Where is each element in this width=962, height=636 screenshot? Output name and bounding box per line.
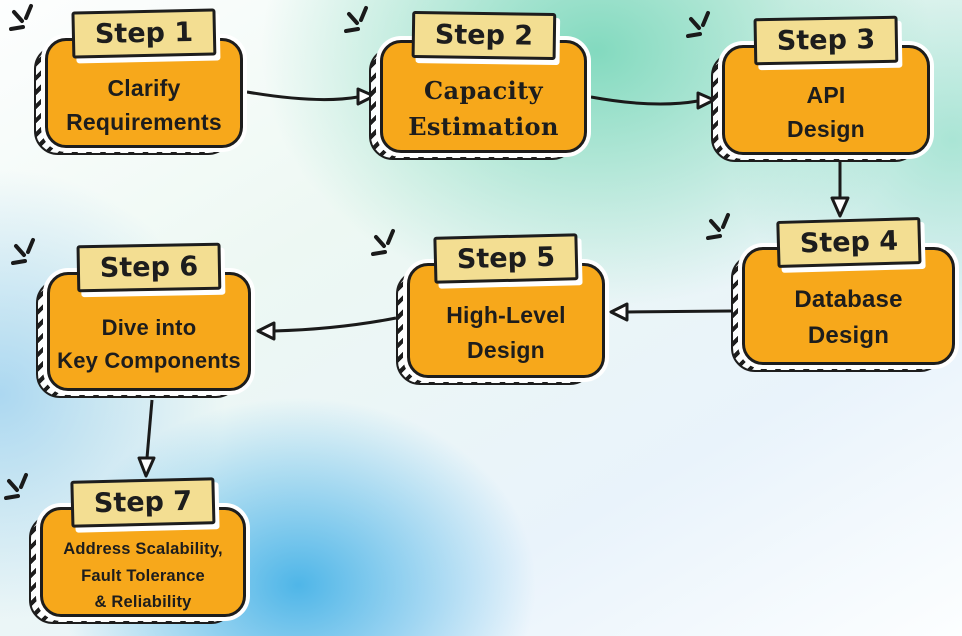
sparkle-icon [686,11,710,38]
step-text-line: Clarify [107,74,181,101]
step-text-line: Key Components [57,347,241,373]
step-text-line: Address Scalability, [63,540,223,559]
step-label: Step 7 [70,477,216,528]
step-text-line: Database [794,286,903,313]
step-text-line: High-Level [446,302,566,328]
arrow-step3-step4 [830,160,850,218]
step-card-body: Address Scalability, Fault Tolerance & R… [40,507,246,617]
step-card-body: Clarify Requirements [45,38,243,148]
step-card-7: Address Scalability, Fault Tolerance & R… [4,473,246,624]
arrow-step1-step2 [246,87,376,106]
step-text-line: Dive into [101,314,197,340]
step-label: Step 3 [753,15,899,66]
sparkle-icon [9,4,33,31]
step-text-line: Estimation [408,111,559,141]
step-label: Step 2 [411,10,556,61]
sparkle-icon [11,238,35,265]
step-card-4: Database Design Step 4 [706,213,955,372]
arrow-step2-step3 [590,91,716,110]
step-text-line: Requirements [66,109,222,135]
step-card-5: High-Level Design Step 5 [371,229,605,385]
sparkle-icon [371,229,395,256]
arrow-step6-step7 [137,399,156,478]
step-text-line: Design [807,322,890,349]
step-label: Step 5 [433,233,579,284]
step-text-line: Design [787,116,865,142]
step-text-line: Capacity [424,75,543,105]
sparkle-icon [706,213,730,240]
step-label: Step 1 [71,8,217,59]
step-card-6: Dive into Key Components Step 6 [11,238,251,398]
arrow-step4-step5 [609,302,732,322]
sparkle-icon [344,6,368,33]
step-card-1: Clarify Requirements Step 1 [9,4,243,155]
step-label: Step 6 [76,242,222,293]
step-text-line: & Reliability [94,593,192,612]
step-card-2: Capacity Estimation Step 2 [344,6,587,160]
arrow-step5-step6 [256,316,397,341]
step-label: Step 4 [775,216,922,269]
step-text-line: Design [467,336,545,363]
sparkle-icon [4,473,28,500]
step-text-line: API [806,81,846,108]
step-card-3: API Design Step 3 [686,11,930,162]
step-text-line: Fault Tolerance [81,566,205,585]
